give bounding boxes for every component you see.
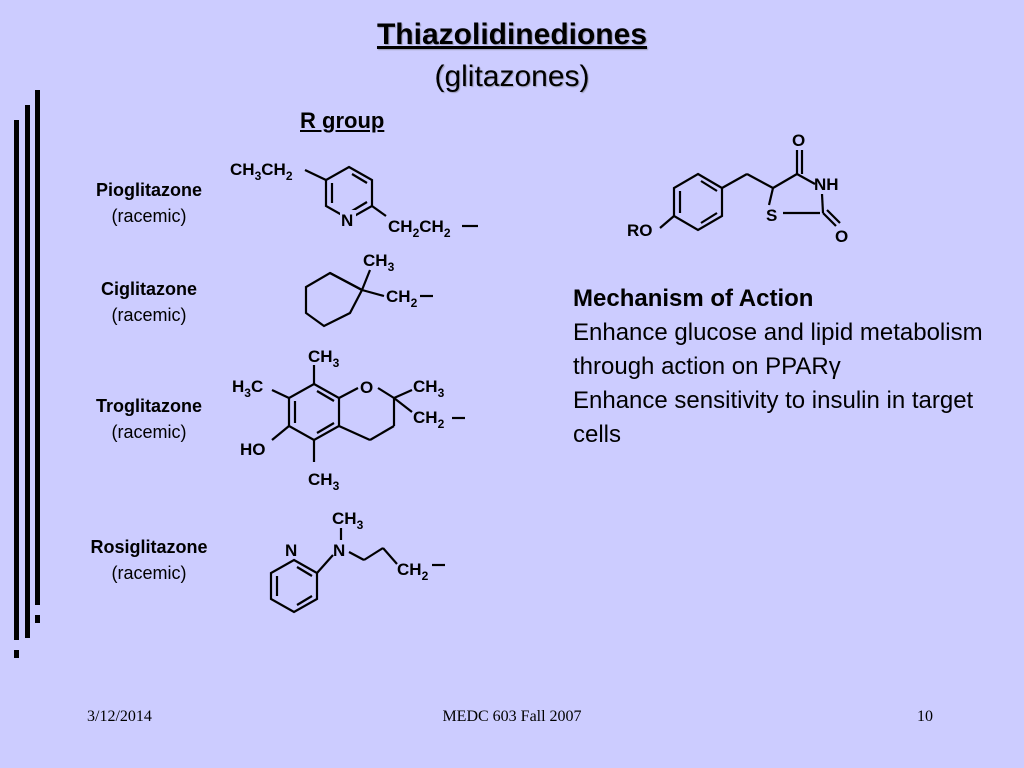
drug-note: (racemic): [111, 206, 187, 226]
footer-course: MEDC 603 Fall 2007: [442, 708, 582, 725]
drug-name: Troglitazone: [95, 396, 202, 416]
svg-text:O: O: [835, 227, 848, 246]
drug-note: (racemic): [111, 563, 187, 583]
svg-text:NH: NH: [814, 175, 839, 194]
mechanism-line-2: Enhance sensitivity to insulin in target…: [573, 387, 974, 448]
svg-text:H3C: H3C: [232, 377, 263, 400]
svg-text:CH2CH2: CH2CH2: [388, 217, 451, 240]
drug-pioglitazone: Pioglitazone (racemic): [64, 177, 234, 229]
footer-page-number: 10: [917, 708, 933, 725]
decor-dot-1: [14, 650, 19, 658]
footer-date: 3/12/2014: [87, 708, 152, 725]
svg-text:N: N: [333, 541, 345, 560]
drug-note: (racemic): [111, 422, 187, 442]
svg-text:N: N: [341, 211, 353, 230]
pioglitazone-structure: CH3CH2 N CH2CH2: [230, 160, 478, 240]
decor-bar-3: [35, 90, 40, 605]
drug-note: (racemic): [111, 305, 187, 325]
r-group-heading: R group: [300, 108, 385, 133]
mechanism-line-1: Enhance glucose and lipid metabolism thr…: [573, 319, 983, 380]
svg-text:S: S: [766, 206, 777, 225]
rosiglitazone-structure: N N CH3 CH2: [269, 509, 445, 614]
svg-text:N: N: [285, 541, 297, 560]
svg-text:CH2: CH2: [397, 560, 429, 583]
svg-text:O: O: [792, 131, 805, 150]
svg-text:CH3: CH3: [308, 470, 340, 493]
svg-text:O: O: [360, 378, 373, 397]
svg-text:CH3CH2: CH3CH2: [230, 160, 293, 183]
decor-dot-2: [25, 630, 30, 638]
decor-bar-1: [14, 120, 19, 640]
troglitazone-structure: CH3 O H3C CH3 CH2 HO CH3: [232, 347, 465, 493]
svg-text:CH3: CH3: [363, 251, 395, 274]
drug-rosiglitazone: Rosiglitazone (racemic): [64, 534, 234, 586]
svg-text:CH2: CH2: [413, 408, 445, 431]
ciglitazone-structure: CH3 CH2: [304, 251, 433, 328]
drug-name: Rosiglitazone: [90, 537, 208, 557]
mechanism-of-action: Mechanism of Action Enhance glucose and …: [573, 282, 993, 452]
svg-text:CH2: CH2: [386, 287, 418, 310]
core-thiazolidinedione-structure: RO O NH S O: [627, 131, 848, 246]
drug-name: Pioglitazone: [95, 180, 202, 200]
svg-text:HO: HO: [240, 440, 266, 459]
slide-subtitle: (glitazones): [434, 60, 590, 93]
drug-ciglitazone: Ciglitazone (racemic): [64, 276, 234, 328]
mechanism-heading: Mechanism of Action: [573, 285, 814, 312]
decor-dot-3: [35, 615, 40, 623]
svg-text:CH3: CH3: [332, 509, 364, 532]
drug-name: Ciglitazone: [100, 279, 197, 299]
svg-text:CH3: CH3: [413, 377, 445, 400]
decor-bar-2: [25, 105, 30, 635]
slide-title: Thiazolidinediones: [376, 18, 647, 51]
svg-text:RO: RO: [627, 221, 653, 240]
drug-troglitazone: Troglitazone (racemic): [64, 393, 234, 445]
svg-text:CH3: CH3: [308, 347, 340, 370]
